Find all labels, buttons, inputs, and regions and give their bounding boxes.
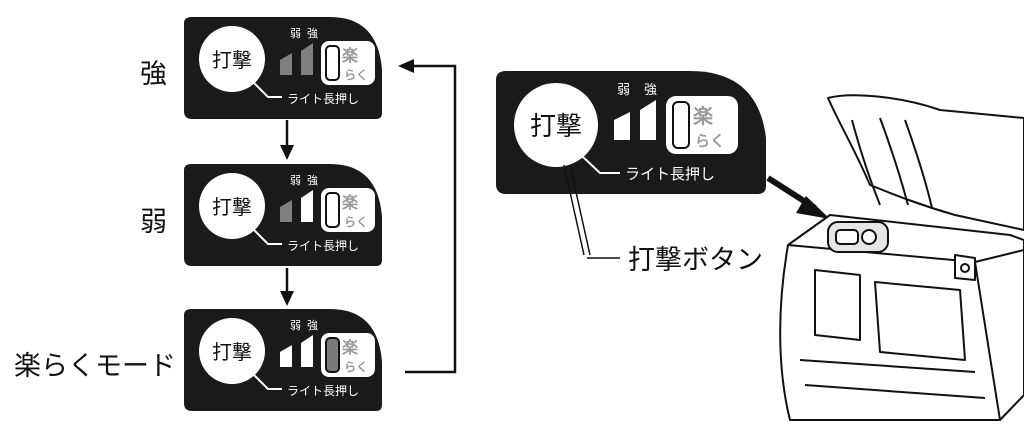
panel-strong-text: 強 xyxy=(307,174,318,187)
panel-light-text: ライト長押し xyxy=(287,92,359,106)
panel-raku: 打撃 ライト長押し 弱 強 楽 らく xyxy=(180,307,386,415)
mode-label-weak: 弱 xyxy=(140,207,167,238)
bar-strong xyxy=(301,43,313,75)
detail-button-text: 打撃 xyxy=(530,112,582,142)
panel-weak-text: 弱 xyxy=(290,174,301,187)
panel-light-text: ライト長押し xyxy=(287,239,359,253)
raku-bottom-text: らく xyxy=(344,215,368,229)
bar-weak xyxy=(280,53,292,75)
detail-weak-text: 弱 xyxy=(617,83,630,98)
bar-weak xyxy=(280,200,292,222)
panel-button-text: 打撃 xyxy=(212,340,252,364)
panel-button-text: 打撃 xyxy=(212,195,252,219)
panel-light-text: ライト長押し xyxy=(287,384,359,398)
bar-strong xyxy=(301,335,313,367)
detail-light-text: ライト長押し xyxy=(625,165,715,183)
raku-top-text: 楽 xyxy=(341,193,359,212)
panel-weak-text: 弱 xyxy=(290,27,301,40)
detail-raku-top: 楽 xyxy=(693,104,714,128)
panel-button-text: 打撃 xyxy=(212,48,252,72)
raku-bottom-text: らく xyxy=(344,68,368,82)
mode-label-raku: 楽らくモード xyxy=(14,351,176,382)
detail-raku-bottom: らく xyxy=(695,132,725,150)
raku-bottom-text: らく xyxy=(344,360,368,374)
raku-indicator xyxy=(325,45,340,81)
panel-weak: 打撃 ライト長押し 弱 強 楽 らく xyxy=(180,162,386,270)
raku-indicator xyxy=(325,192,340,228)
detail-raku-indicator xyxy=(672,101,690,149)
panel-weak-text: 弱 xyxy=(290,319,301,332)
bar-weak xyxy=(280,345,292,367)
callout-label: 打撃ボタン xyxy=(628,245,763,276)
raku-indicator xyxy=(325,337,340,373)
panel-strong-text: 強 xyxy=(307,319,318,332)
mode-label-strong: 強 xyxy=(140,59,167,90)
panel-strong-text: 強 xyxy=(307,27,318,40)
detail-bar-strong xyxy=(640,100,656,140)
detail-strong-text: 強 xyxy=(644,83,657,98)
panel-detail: 打撃 ライト長押し 弱 強 楽 らく xyxy=(490,68,770,198)
detail-bar-weak xyxy=(614,112,630,140)
bar-strong xyxy=(301,190,313,222)
panel-strong: 打撃 ライト長押し 弱 強 楽 らく xyxy=(180,15,386,123)
raku-top-text: 楽 xyxy=(341,46,359,65)
raku-top-text: 楽 xyxy=(341,338,359,357)
